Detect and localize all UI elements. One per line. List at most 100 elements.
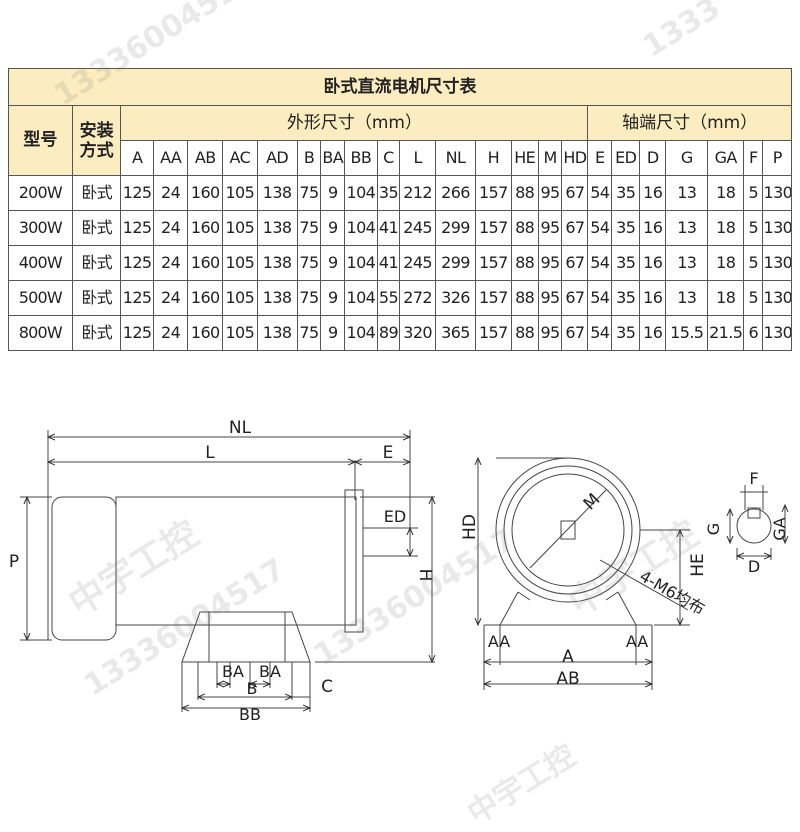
value-cell: 54: [587, 175, 613, 211]
install-cell: 卧式: [71, 210, 122, 246]
value-cell: 18: [707, 245, 745, 281]
watermark: 1333: [637, 0, 727, 65]
value-cell: 104: [344, 210, 378, 246]
dimension-header: C: [376, 140, 401, 176]
value-cell: 18: [707, 280, 745, 316]
dimension-header: A: [120, 140, 154, 176]
label-ga: GA: [770, 517, 789, 540]
value-cell: 105: [222, 315, 258, 351]
label-nl: NL: [229, 418, 252, 438]
model-cell: 800W: [8, 315, 73, 351]
value-cell: 16: [639, 175, 667, 211]
side-view-drawing: NL L E ED P H BA BA B BB C: [9, 418, 440, 724]
value-cell: 54: [587, 280, 613, 316]
label-aa-left: AA: [488, 632, 510, 651]
value-cell: 157: [474, 315, 512, 351]
value-cell: 245: [399, 210, 436, 246]
install-header: 安装方式: [71, 105, 122, 176]
value-cell: 125: [120, 175, 154, 211]
value-cell: 320: [399, 315, 436, 351]
dimension-header: HD: [561, 140, 589, 176]
dimension-header: HE: [510, 140, 539, 176]
model-cell: 400W: [8, 245, 73, 281]
value-cell: 67: [561, 210, 589, 246]
value-cell: 88: [510, 280, 539, 316]
dimension-header: B: [296, 140, 322, 176]
value-cell: 9: [320, 210, 346, 246]
value-cell: 75: [296, 315, 322, 351]
table-title: 卧式直流电机尺寸表: [8, 68, 792, 106]
motor-body: [115, 496, 357, 626]
dimension-header: BA: [320, 140, 346, 176]
value-cell: 95: [537, 245, 563, 281]
value-cell: 138: [256, 280, 298, 316]
dimension-header: AD: [256, 140, 298, 176]
value-cell: 104: [344, 315, 378, 351]
value-cell: 88: [510, 245, 539, 281]
label-p: P: [9, 552, 19, 572]
value-cell: 160: [187, 280, 224, 316]
value-cell: 138: [256, 175, 298, 211]
value-cell: 24: [152, 245, 189, 281]
install-cell: 卧式: [71, 280, 122, 316]
value-cell: 160: [187, 210, 224, 246]
shaft-section-circle: [736, 508, 772, 544]
label-hd: HD: [460, 514, 480, 540]
value-cell: 21.5: [707, 315, 745, 351]
dimension-header: P: [762, 140, 792, 176]
shaft-key: [560, 520, 576, 540]
value-cell: 88: [510, 175, 539, 211]
model-cell: 300W: [8, 210, 73, 246]
value-cell: 13: [665, 175, 709, 211]
value-cell: 160: [187, 175, 224, 211]
shaft-group-header: 轴端尺寸（mm）: [587, 105, 792, 141]
value-cell: 35: [611, 315, 641, 351]
value-cell: 245: [399, 245, 436, 281]
label-g: G: [704, 523, 723, 535]
value-cell: 157: [474, 280, 512, 316]
front-view-drawing: HD M HE 4-M6均布 AA AA A AB F G GA D: [460, 400, 789, 690]
value-cell: 157: [474, 245, 512, 281]
dimension-header: AC: [222, 140, 258, 176]
motor-flange: [344, 489, 364, 633]
value-cell: 89: [376, 315, 401, 351]
value-cell: 41: [376, 210, 401, 246]
value-cell: 160: [187, 245, 224, 281]
value-cell: 5: [743, 245, 764, 281]
value-cell: 16: [639, 245, 667, 281]
outline-group-header: 外形尺寸（mm）: [120, 105, 589, 141]
value-cell: 326: [434, 280, 476, 316]
dimension-header: NL: [434, 140, 476, 176]
value-cell: 88: [510, 210, 539, 246]
dimension-header: D: [639, 140, 667, 176]
flange-outer-circle: [495, 457, 641, 603]
install-cell: 卧式: [71, 245, 122, 281]
value-cell: 130: [762, 315, 792, 351]
dimension-header: E: [587, 140, 613, 176]
value-cell: 75: [296, 280, 322, 316]
value-cell: 138: [256, 315, 298, 351]
label-e: E: [383, 443, 394, 463]
value-cell: 16: [639, 315, 667, 351]
value-cell: 105: [222, 280, 258, 316]
value-cell: 212: [399, 175, 436, 211]
dimension-header: G: [665, 140, 709, 176]
motor-foot: [181, 611, 311, 663]
value-cell: 24: [152, 210, 189, 246]
value-cell: 9: [320, 280, 346, 316]
label-m: M: [580, 490, 605, 515]
value-cell: 67: [561, 245, 589, 281]
label-bb: BB: [239, 705, 261, 724]
value-cell: 24: [152, 315, 189, 351]
value-cell: 16: [639, 280, 667, 316]
value-cell: 5: [743, 175, 764, 211]
value-cell: 130: [762, 245, 792, 281]
install-cell: 卧式: [71, 315, 122, 351]
value-cell: 9: [320, 315, 346, 351]
value-cell: 6: [743, 315, 764, 351]
model-header: 型号: [8, 105, 73, 176]
